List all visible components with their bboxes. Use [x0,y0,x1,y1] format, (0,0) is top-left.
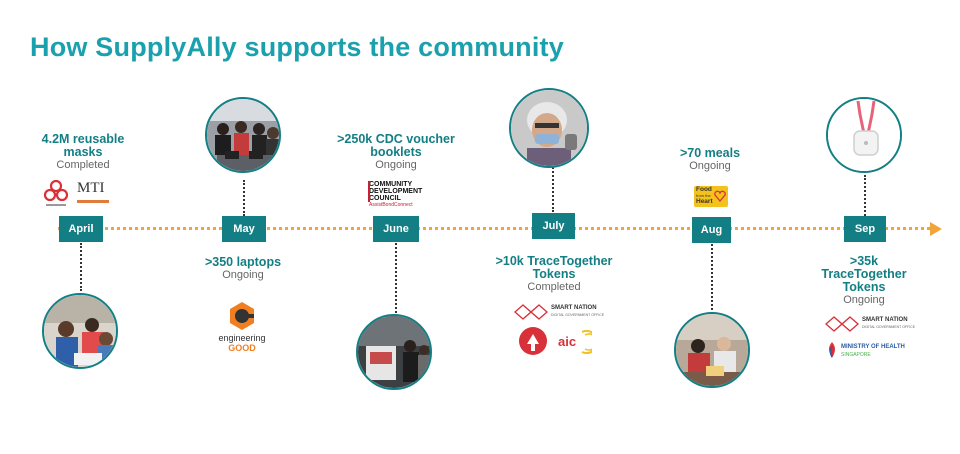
connector-sep [864,175,866,216]
cdc-logo-line3: COUNCIL [369,195,401,202]
month-june: June [373,216,419,242]
heart-icon [714,190,726,202]
event-april-label-line2: masks [28,146,138,159]
smart-nation-text-line2: DIGITAL GOVERNMENT OFFICE [551,313,604,317]
event-april-label: 4.2M reusable masks [28,133,138,159]
cdc-logo-line2: DEVELOPMENT [369,188,422,195]
moh-logo: MINISTRY OF HEALTH SINGAPORE [826,341,912,361]
connector-may [243,180,245,216]
month-aug: Aug [692,217,731,243]
moh-text-line1: MINISTRY OF HEALTH [841,344,905,350]
event-aug-label-line1: >70 meals [660,147,760,160]
event-june-label: >250k CDC voucher booklets [330,133,462,159]
event-april-status: Completed [28,159,138,171]
mti-logo-text: MTI [77,180,105,197]
event-june-label-line2: booklets [330,146,462,159]
timeline-arrow-icon [930,222,942,236]
volunteers-photo [42,293,118,369]
event-sep-label: >35k TraceTogether Tokens [806,255,922,294]
connector-april [80,243,82,291]
voucher-booth-photo [356,314,432,390]
elderly-with-token-photo [509,88,589,168]
event-june-status: Ongoing [330,159,462,171]
smart-nation-logo: SMART NATION DIGITAL GOVERNMENT OFFICE [513,302,599,322]
peoples-association-logo [42,178,70,208]
moh-text-line2: SINGAPORE [841,352,871,358]
month-april: April [59,216,103,242]
page-title: How SupplyAlly supports the community [30,32,564,63]
engineering-good-text-line1: engineering [218,333,266,343]
food-from-the-heart-logo: Food from the Heart [694,186,728,207]
smart-nation-sep-text-line1: SMART NATION [862,317,908,323]
event-sep-status: Ongoing [806,294,922,306]
event-aug-status: Ongoing [660,160,760,172]
engineering-good-logo: engineering GOOD [218,300,266,352]
event-july-status: Completed [488,281,620,293]
mti-logo: MTI [77,180,111,204]
event-may-label: >350 laptops [188,256,298,269]
event-may-label-line1: >350 laptops [188,256,298,269]
month-july: July [532,213,575,239]
ffh-text-line3: Heart [696,198,713,205]
lions-logo [518,326,548,356]
connector-aug [711,244,713,310]
smart-nation-sep-text-line2: DIGITAL GOVERNMENT OFFICE [862,325,915,329]
aic-logo: aic [552,330,592,354]
event-july-label: >10k TraceTogether Tokens [488,255,620,281]
event-july-label-line2: Tokens [488,268,620,281]
meal-distribution-photo [674,312,750,388]
month-sep: Sep [844,216,886,242]
laptops-volunteers-photo [205,97,281,173]
timeline-axis [58,227,930,230]
event-aug-label: >70 meals [660,147,760,160]
aic-logo-text: aic [558,334,576,349]
cdc-logo-line1: COMMUNITY [369,181,412,188]
event-may-status: Ongoing [188,269,298,281]
smart-nation-logo-sep: SMART NATION DIGITAL GOVERNMENT OFFICE [824,314,910,334]
cdc-logo: COMMUNITY DEVELOPMENT COUNCIL AssistBond… [369,181,433,211]
engineering-good-text-line2: GOOD [218,343,266,353]
connector-june [395,243,397,313]
smart-nation-text-line1: SMART NATION [551,305,597,311]
event-sep-label-line3: Tokens [806,281,922,294]
month-may: May [222,216,266,242]
token-device-photo [826,97,902,173]
cdc-logo-line4: AssistBondConnect [369,202,413,208]
